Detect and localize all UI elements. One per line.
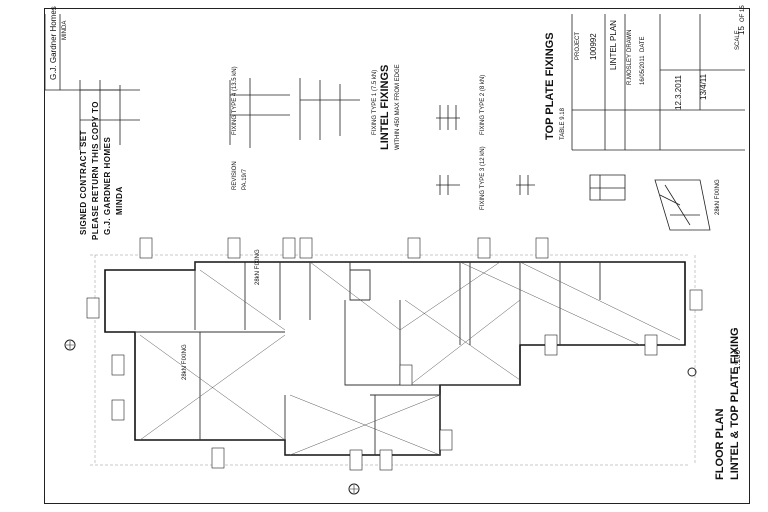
stamp-line-1: SIGNED CONTRACT SET [79,129,88,235]
top-plate-note: TABLE 9.18 [560,108,566,140]
lintel-fixings-note: WITHIN 450 MAX FROM EDGE [395,64,401,150]
floor-plan-outline [104,261,686,456]
fixing-type-2: FIXING TYPE 2 (8 kN) [480,74,486,135]
sheet-of: OF 15 [740,5,746,22]
stamp-line-2: PLEASE RETURN THIS COPY TO [91,101,100,240]
drawing-label: 28kN FIXING [715,179,721,215]
fixing-type-4: FIXING TYPE 4 (13.5 kN) [232,66,238,135]
plan-scale: 1:100 [733,349,742,370]
company-region: MINDA [62,20,68,40]
stamp-line-3: G.J. GARDNER HOMES [103,136,112,235]
revision-value: PA.19/7 [242,169,248,190]
callout-tags [86,237,703,471]
drawn-value: R.MOSLEY [627,53,633,85]
dimension-lines [90,254,696,466]
date-value: 16/05/2011 [640,55,646,85]
roof-hip-lines [139,261,681,456]
lintel-detail-1 [79,78,360,150]
revision-label: REVISION [232,161,238,190]
fixing-type-1: FIXING TYPE 1 (7.5 kN) [372,69,378,135]
signature-date-2: 13/4/11 [699,73,708,100]
project-label: PROJECT [575,31,581,60]
lintel-detail-2 [436,105,535,195]
section-marker-bottom [348,367,697,495]
project-number: 100992 [589,33,598,60]
date-label: DATE [640,36,646,52]
fixing-type-3: FIXING TYPE 3 (12 kN) [480,146,486,210]
drawn-label: DRAWN [627,29,633,52]
company-name: G.J. Gardner Homes [49,6,58,80]
lintel-fixings-title: LINTEL FIXINGS [379,64,391,150]
top-plate-detail [589,174,711,231]
top-plate-fixings-title: TOP PLATE FIXINGS [544,32,556,140]
room-label-1: 28kN FIXING [182,344,188,380]
sheet-border [44,8,750,504]
section-marker-top [64,339,76,351]
sheet-number: 15 [737,26,746,35]
stamp-line-4: MINDA [115,186,124,215]
floor-plan-inner-walls [135,262,601,455]
plan-title: FLOOR PLAN [714,408,726,481]
sheet-title: LINTEL PLAN [609,20,618,70]
signature-date-1: 12.3.2011 [674,75,683,110]
room-label-2: 28kN FIXING [255,249,261,285]
title-block-lines [44,14,745,151]
